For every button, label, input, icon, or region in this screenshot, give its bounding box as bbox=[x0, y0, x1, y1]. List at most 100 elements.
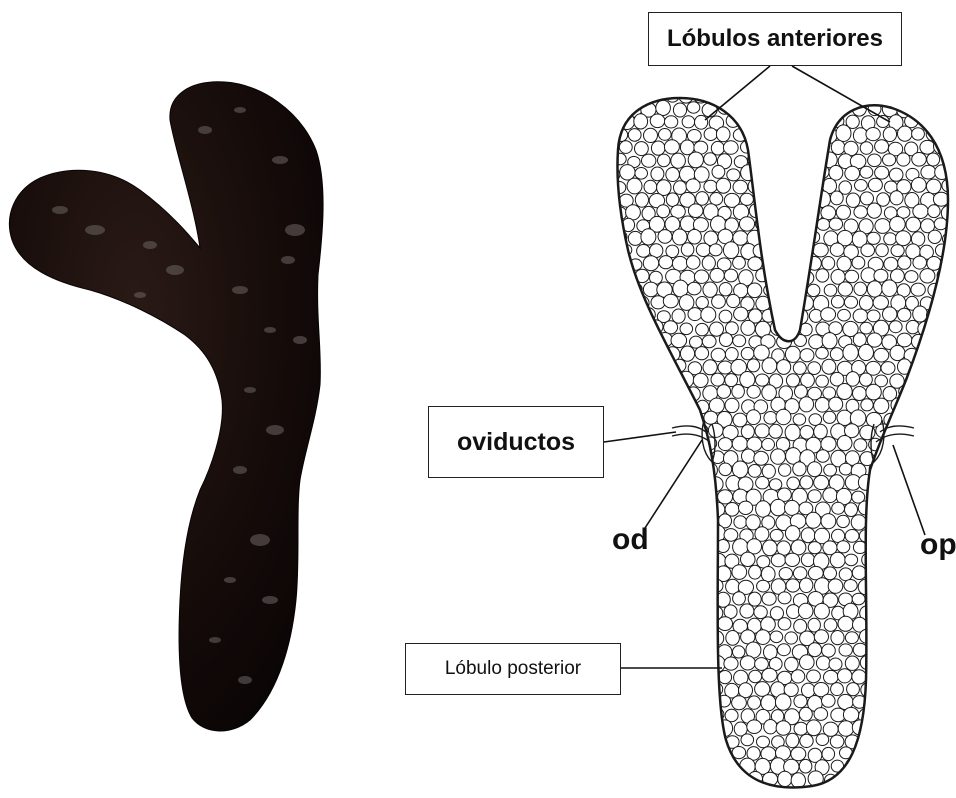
oocyte-cell bbox=[821, 514, 836, 529]
oocyte-cell bbox=[770, 529, 783, 541]
oocyte-cell bbox=[732, 102, 745, 115]
oocyte-cell bbox=[866, 747, 881, 763]
oocyte-cell bbox=[621, 397, 636, 411]
oocyte-cell bbox=[816, 450, 829, 462]
oocyte-cell bbox=[816, 656, 830, 670]
oocyte-cell bbox=[740, 656, 755, 670]
oocyte-cell bbox=[837, 256, 851, 271]
oocyte-cell bbox=[678, 86, 693, 103]
oocyte-cell bbox=[606, 269, 620, 283]
oocyte-cell bbox=[641, 489, 656, 503]
oocyte-cell bbox=[747, 127, 761, 140]
oocyte-cell bbox=[929, 463, 942, 476]
oocyte-cell bbox=[866, 384, 881, 400]
oocyte-cell bbox=[837, 436, 852, 451]
oocyte-cell bbox=[664, 321, 678, 334]
oocyte-cell bbox=[709, 760, 722, 774]
oocyte-cell bbox=[786, 733, 799, 747]
oocyte-cell bbox=[603, 503, 618, 517]
oocyte-cell bbox=[898, 539, 912, 553]
oocyte-cell bbox=[703, 360, 717, 375]
oocyte-cell bbox=[793, 155, 808, 169]
oocyte-cell bbox=[680, 734, 694, 748]
oocyte-cell bbox=[936, 657, 950, 671]
oocyte-cell bbox=[634, 114, 648, 129]
oocyte-cell bbox=[808, 362, 821, 375]
oocyte-cell bbox=[749, 102, 762, 114]
oocyte-cell bbox=[678, 527, 694, 544]
oocyte-cell bbox=[657, 180, 671, 196]
oocyte-cell bbox=[757, 580, 770, 592]
oocyte-cell bbox=[606, 579, 619, 592]
oocyte-cell bbox=[928, 230, 941, 243]
oocyte-cell bbox=[913, 412, 926, 424]
oocyte-cell bbox=[934, 761, 948, 776]
oocyte-cell bbox=[673, 566, 687, 579]
oocyte-cell bbox=[673, 774, 687, 789]
oocyte-cell bbox=[906, 320, 919, 333]
oocyte-cell bbox=[942, 437, 956, 452]
oocyte-cell bbox=[838, 309, 851, 321]
oocyte-cell bbox=[754, 451, 769, 465]
oocyte-cell bbox=[757, 736, 770, 748]
oocyte-cell bbox=[621, 89, 634, 103]
oocyte-cell bbox=[907, 734, 920, 748]
oocyte-cell bbox=[794, 232, 807, 245]
ovary-cells bbox=[603, 86, 956, 788]
oocyte-cell bbox=[769, 91, 783, 104]
oocyte-cell bbox=[911, 618, 926, 633]
oocyte-cell bbox=[891, 606, 904, 619]
oocyte-cell bbox=[656, 772, 671, 788]
oocyte-cell bbox=[897, 773, 910, 786]
oocyte-cell bbox=[674, 181, 687, 195]
oocyte-cell bbox=[747, 539, 762, 554]
oocyte-cell bbox=[695, 655, 710, 671]
oocyte-cell bbox=[649, 528, 663, 542]
oocyte-cell bbox=[704, 153, 717, 165]
oocyte-cell bbox=[626, 205, 641, 220]
oocyte-cell bbox=[844, 580, 857, 592]
oocyte-cell bbox=[644, 773, 657, 786]
oocyte-cell bbox=[680, 477, 693, 490]
oocyte-cell bbox=[905, 605, 920, 621]
oocyte-cell bbox=[621, 476, 636, 491]
oocyte-cell bbox=[712, 295, 726, 309]
oocyte-cell bbox=[732, 436, 747, 451]
oocyte-cell bbox=[650, 450, 663, 464]
oocyte-cell bbox=[874, 89, 889, 106]
oocyte-cell bbox=[667, 528, 680, 541]
oocyte-cell bbox=[906, 526, 921, 542]
oocyte-cell bbox=[762, 232, 776, 246]
oocyte-cell bbox=[875, 709, 890, 723]
oocyte-cell bbox=[643, 256, 658, 271]
oocyte-cell bbox=[921, 400, 935, 414]
oocyte-cell bbox=[890, 345, 905, 360]
oocyte-cell bbox=[897, 411, 911, 424]
oocyte-cell bbox=[612, 771, 627, 787]
oocyte-cell bbox=[928, 644, 941, 657]
oocyte-cell bbox=[944, 258, 956, 272]
oocyte-cell bbox=[929, 489, 941, 502]
oocyte-cell bbox=[814, 475, 829, 489]
oviduct-left bbox=[672, 420, 715, 462]
oocyte-cell bbox=[650, 476, 665, 491]
oocyte-cell bbox=[719, 310, 732, 323]
oocyte-cell bbox=[928, 592, 940, 604]
oocyte-cell bbox=[794, 722, 808, 735]
oocyte-cell bbox=[723, 242, 738, 259]
oocyte-cell bbox=[926, 179, 941, 194]
oocyte-cell bbox=[922, 347, 936, 360]
oocyte-cell bbox=[934, 426, 947, 438]
oocyte-cell bbox=[941, 281, 956, 296]
oocyte-cell bbox=[731, 772, 746, 786]
oocyte-cell bbox=[913, 256, 927, 269]
oocyte-cell bbox=[672, 413, 685, 427]
oocyte-cell bbox=[933, 499, 948, 516]
oocyte-cell bbox=[687, 720, 702, 735]
oocyte-cell bbox=[942, 593, 955, 607]
oocyte-cell bbox=[724, 657, 738, 670]
oocyte-cell bbox=[839, 568, 852, 581]
oocyte-cell bbox=[845, 632, 858, 644]
oocyte-cell bbox=[837, 541, 850, 553]
oocyte-cell bbox=[695, 579, 708, 593]
